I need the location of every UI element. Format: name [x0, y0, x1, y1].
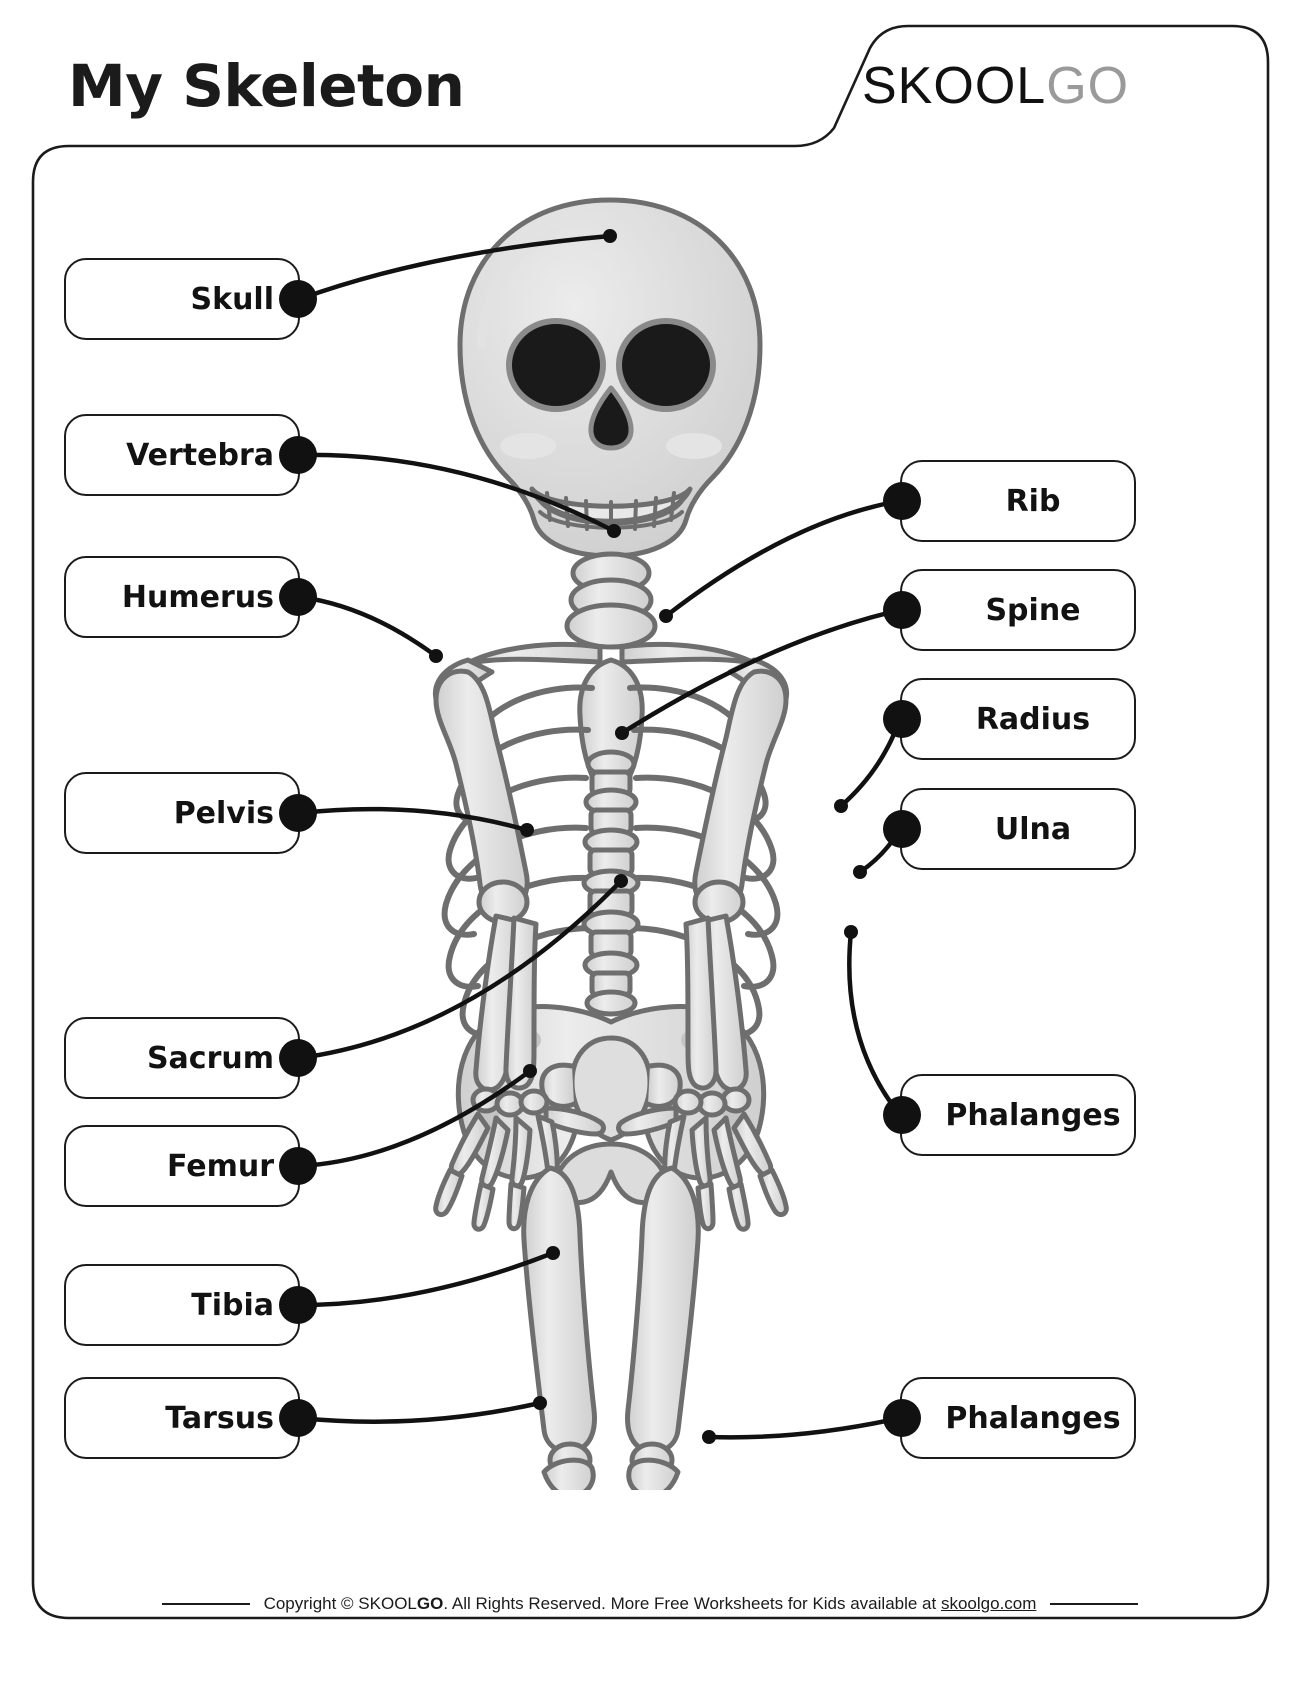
connector-dot	[279, 578, 317, 616]
footer-brand-bold: GO	[416, 1594, 444, 1613]
label-box-sacrum[interactable]: Sacrum	[64, 1017, 317, 1099]
label-text: Skull	[190, 281, 274, 317]
connector-dot	[279, 1147, 317, 1185]
label-text: Pelvis	[173, 795, 274, 831]
footer-middle: . All Rights Reserved. More Free Workshe…	[443, 1594, 941, 1613]
label-box-skull[interactable]: Skull	[64, 258, 317, 340]
connector-dot	[883, 700, 921, 738]
label-box-vertebra[interactable]: Vertebra	[64, 414, 317, 496]
label-text: Phalanges	[945, 1097, 1121, 1133]
connector-dot	[279, 794, 317, 832]
label-text: Radius	[975, 701, 1091, 737]
label-text: Humerus	[121, 579, 274, 615]
footer-rule-left	[161, 1603, 250, 1605]
label-text: Vertebra	[126, 437, 274, 473]
connector-dot	[279, 1286, 317, 1324]
label-box-phalanges-hand[interactable]: Phalanges	[883, 1074, 1136, 1156]
skeleton-illustration	[432, 197, 790, 1490]
footer: Copyright © SKOOLGO. All Rights Reserved…	[0, 1594, 1300, 1614]
label-text: Rib	[1005, 483, 1061, 519]
label-box-femur[interactable]: Femur	[64, 1125, 317, 1207]
label-box-tarsus[interactable]: Tarsus	[64, 1377, 317, 1459]
label-text: Phalanges	[945, 1400, 1121, 1436]
footer-rule-right	[1050, 1603, 1139, 1605]
label-text: Tarsus	[165, 1400, 274, 1436]
footer-text: Copyright © SKOOLGO. All Rights Reserved…	[264, 1594, 1037, 1614]
label-box-pelvis[interactable]: Pelvis	[64, 772, 317, 854]
brand-logo: SKOOLGO	[862, 60, 1129, 112]
connector-dot	[279, 436, 317, 474]
connector-dot	[883, 1096, 921, 1134]
label-text: Tibia	[191, 1287, 274, 1323]
connector-dot	[279, 1399, 317, 1437]
brand-logo-primary: SKOOL	[862, 57, 1047, 115]
label-text: Spine	[985, 592, 1081, 628]
footer-site-link[interactable]: skoolgo.com	[940, 1594, 1037, 1613]
label-box-spine[interactable]: Spine	[883, 569, 1136, 651]
label-box-humerus[interactable]: Humerus	[64, 556, 317, 638]
label-box-ulna[interactable]: Ulna	[883, 788, 1136, 870]
label-box-tibia[interactable]: Tibia	[64, 1264, 317, 1346]
connector-dot	[279, 280, 317, 318]
page-title: My Skeleton	[68, 52, 465, 120]
label-box-radius[interactable]: Radius	[883, 678, 1136, 760]
connector-dot	[883, 1399, 921, 1437]
label-text: Ulna	[994, 811, 1072, 847]
label-box-phalanges-foot[interactable]: Phalanges	[883, 1377, 1136, 1459]
footer-copyright-prefix: Copyright © SKOOL	[263, 1594, 417, 1613]
label-text: Femur	[166, 1148, 274, 1184]
label-box-rib[interactable]: Rib	[883, 460, 1136, 542]
connector-dot	[883, 810, 921, 848]
label-text: Sacrum	[146, 1040, 274, 1076]
brand-logo-secondary: GO	[1046, 57, 1130, 115]
connector-dot	[883, 482, 921, 520]
connector-dot	[883, 591, 921, 629]
connector-dot	[279, 1039, 317, 1077]
